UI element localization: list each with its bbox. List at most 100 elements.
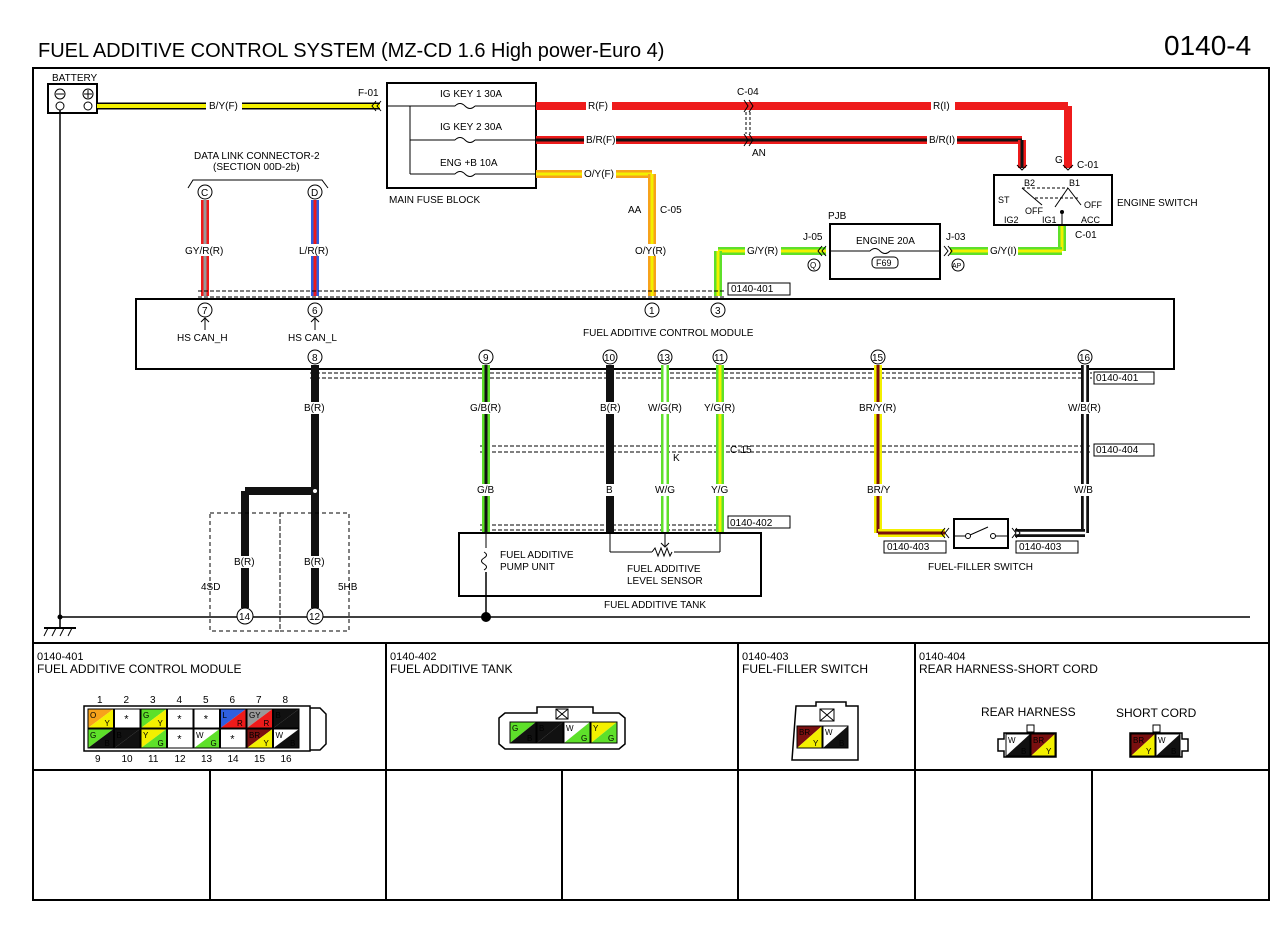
pin-number: 1 [97,695,103,706]
svg-text:7: 7 [202,306,208,317]
svg-text:FUEL ADDITIVE CONTROL MODULE: FUEL ADDITIVE CONTROL MODULE [583,328,754,339]
svg-text:L/R(R): L/R(R) [299,246,328,257]
pin-cell: GB [87,728,114,749]
svg-text:16: 16 [1079,353,1091,364]
wire-o-y: O/Y(F) AA C-05 O/Y(R) [536,168,682,296]
svg-text:AP: AP [952,263,962,270]
pin-cell: WB [273,728,300,749]
wire-br-y: BR/Y(R) BR/Y [858,365,945,537]
svg-text:BR: BR [1133,736,1144,745]
svg-text:B: B [1021,747,1026,756]
svg-text:0140-402: 0140-402 [730,518,773,529]
svg-text:ENG +B 10A: ENG +B 10A [440,158,498,169]
svg-text:C-15: C-15 [730,445,752,456]
svg-text:0140-401: 0140-401 [731,284,774,295]
svg-text:Y/G: Y/G [711,485,728,496]
wire-b-r: B/R(F) B/R(I) AN [536,99,1026,168]
svg-text:0140-403: 0140-403 [887,542,930,553]
fuel-additive-tank: FUEL ADDITIVE PUMP UNIT FUEL ADDITIVE LE… [458,532,762,622]
connector-panel-404: 0140-404 REAR HARNESS-SHORT CORD REAR HA… [919,651,1197,758]
svg-text:13: 13 [659,353,671,364]
svg-text:F69: F69 [876,258,892,268]
svg-text:1: 1 [649,306,655,317]
svg-text:0140-403: 0140-403 [742,651,789,663]
svg-text:Y: Y [158,719,164,728]
page-number: 0140-4 [1164,30,1252,61]
svg-text:0140-403: 0140-403 [1019,542,1062,553]
pin-number: 7 [256,695,262,706]
svg-text:W: W [276,731,284,740]
pin-number: 14 [228,754,240,765]
svg-text:(SECTION 00D-2b): (SECTION 00D-2b) [213,162,300,173]
svg-text:G: G [608,734,614,743]
svg-text:FUEL ADDITIVE: FUEL ADDITIVE [500,550,574,561]
svg-text:W: W [566,724,574,733]
pjb-fuse: PJB ENGINE 20A F69 J-05 J-03 Q AP [803,211,966,280]
svg-text:J-03: J-03 [946,232,966,243]
svg-text:G/B(R): G/B(R) [470,403,501,414]
data-link-connector: DATA LINK CONNECTOR-2 (SECTION 00D-2b) C… [184,151,332,296]
wire-g-y: G/Y(I) G/Y(R) [714,226,1066,296]
svg-text:FUEL ADDITIVE TANK: FUEL ADDITIVE TANK [604,600,706,611]
pin-cell: WB [822,725,849,749]
pin-cell: BRY [796,725,823,749]
svg-text:*: * [124,714,129,726]
svg-text:BR: BR [1033,736,1044,745]
battery: BATTERY [47,73,98,114]
svg-text:Y: Y [1046,747,1052,756]
pin-number: 8 [283,695,289,706]
svg-text:0140-404: 0140-404 [919,651,966,663]
svg-text:F-01: F-01 [358,88,379,99]
pin-number: 12 [175,754,187,765]
svg-text:HS CAN_L: HS CAN_L [288,333,337,344]
svg-text:MAIN FUSE BLOCK: MAIN FUSE BLOCK [389,195,480,206]
pin-number: 11 [148,754,159,765]
pin-cell: WG [563,721,591,744]
svg-text:BR/Y(R): BR/Y(R) [859,403,896,414]
fuel-filler-switch: 0140-403 0140-403 FUEL-FILLER SWITCH [883,518,1079,573]
svg-text:G: G [512,724,518,733]
pin-number: 15 [254,754,266,765]
svg-text:IG KEY 2 30A: IG KEY 2 30A [440,122,502,133]
svg-text:B1: B1 [1069,178,1080,188]
svg-text:G/Y(I): G/Y(I) [990,246,1017,257]
pin-cell: GY [140,708,167,729]
svg-text:0140-401: 0140-401 [1096,373,1139,384]
svg-text:C-05: C-05 [660,205,682,216]
svg-text:L: L [223,711,228,720]
svg-text:O: O [90,711,96,720]
pin-cell: BRY [1030,733,1056,757]
pin-cell: * [220,728,247,749]
svg-text:G/B: G/B [477,485,495,496]
svg-text:Y: Y [813,739,819,748]
svg-text:Y: Y [593,724,599,733]
wire-y-g: Y/G(R) Y/G [703,365,739,532]
svg-text:B: B [839,739,844,748]
pin-cell: YG [590,721,618,744]
svg-text:ENGINE 20A: ENGINE 20A [856,236,915,247]
pin-cell: GB [509,721,537,744]
pin-number: 9 [95,754,101,765]
svg-text:Y/G(R): Y/G(R) [704,403,735,414]
svg-text:G: G [1055,155,1063,166]
svg-text:W/G(R): W/G(R) [648,403,682,414]
svg-text:B/R(I): B/R(I) [929,135,955,146]
svg-text:G/Y(R): G/Y(R) [747,246,778,257]
svg-text:8: 8 [312,353,318,364]
svg-text:B: B [290,739,295,748]
pin-number: 10 [122,754,134,765]
svg-text:14: 14 [239,612,251,623]
svg-text:12: 12 [309,612,321,623]
pin-cell: YG [140,728,167,749]
pin-cell: WB [1005,733,1031,757]
svg-text:B/R(F): B/R(F) [586,135,615,146]
svg-text:K: K [673,453,680,464]
svg-text:Y: Y [105,719,111,728]
svg-text:B(R): B(R) [234,557,255,568]
svg-text:ACC: ACC [1081,215,1101,225]
svg-text:W: W [825,728,833,737]
pin-cell: B [114,728,141,749]
svg-text:B(R): B(R) [600,403,621,414]
svg-text:G: G [143,711,149,720]
